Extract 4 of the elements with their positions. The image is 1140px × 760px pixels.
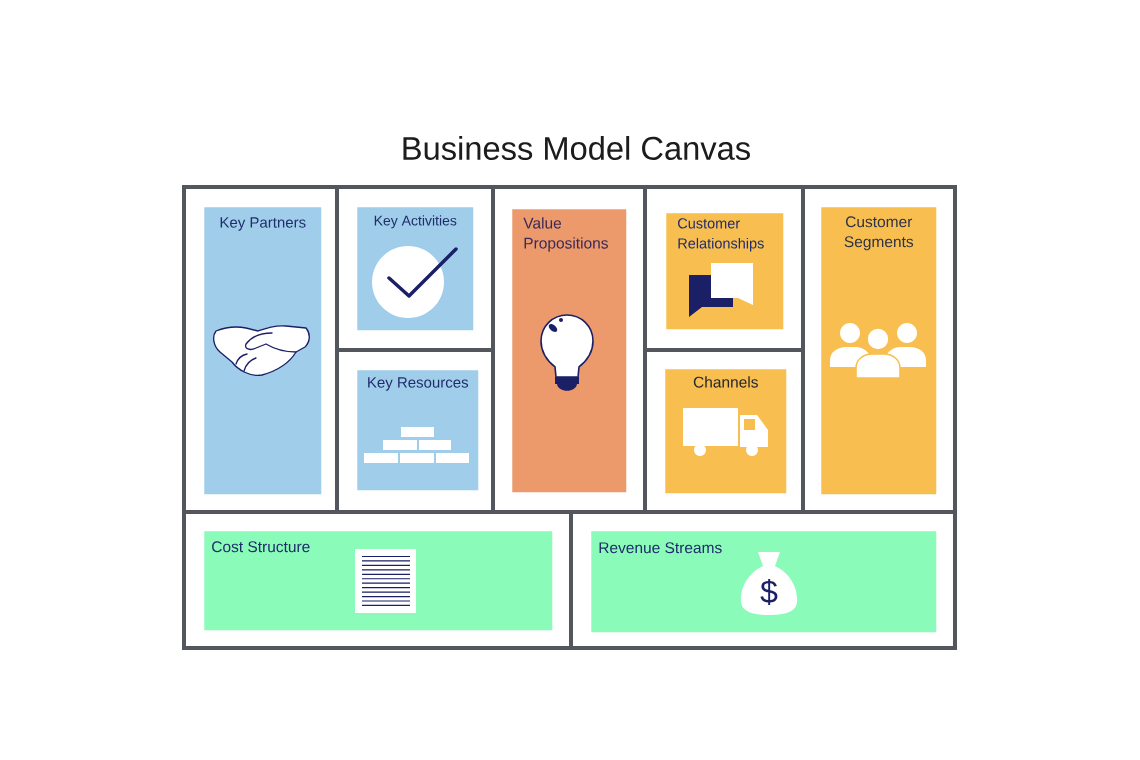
- canvas-block: Value Propositions: [512, 209, 627, 493]
- title: Business Model Canvas: [403, 136, 750, 160]
- dollar-sign: $: [760, 579, 778, 605]
- canvas-block: Customer Segments: [821, 207, 937, 495]
